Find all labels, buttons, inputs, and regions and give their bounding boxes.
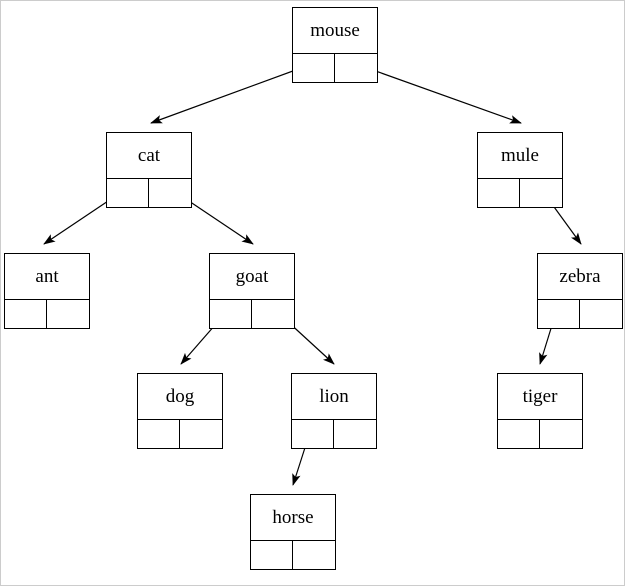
- node-pointer-cells: [478, 178, 562, 207]
- node-label: mouse: [310, 20, 360, 41]
- node-pointer-cells: [251, 540, 335, 569]
- node-pointer-cells: [5, 299, 89, 328]
- node-label: mule: [501, 145, 539, 166]
- node-pointer-cells: [138, 419, 222, 448]
- node-label: lion: [319, 386, 349, 407]
- node-label: goat: [235, 266, 269, 287]
- tree-node-cat[interactable]: cat: [106, 132, 192, 208]
- node-label: horse: [272, 507, 314, 528]
- right-pointer-cell: [334, 420, 376, 448]
- right-pointer-cell: [47, 300, 89, 328]
- left-pointer-cell: [293, 54, 335, 82]
- tree-node-goat[interactable]: goat: [209, 253, 295, 329]
- tree-node-horse[interactable]: horse: [250, 494, 336, 570]
- node-pointer-cells: [498, 419, 582, 448]
- node-label: dog: [165, 386, 195, 407]
- left-pointer-cell: [292, 420, 334, 448]
- edge-mouse-to-mule: [355, 63, 522, 124]
- tree-node-ant[interactable]: ant: [4, 253, 90, 329]
- node-label: tiger: [522, 386, 558, 407]
- right-pointer-cell: [580, 300, 622, 328]
- left-pointer-cell: [210, 300, 252, 328]
- right-pointer-cell: [149, 179, 191, 207]
- tree-node-mule[interactable]: mule: [477, 132, 563, 208]
- left-pointer-cell: [478, 179, 520, 207]
- node-label: zebra: [559, 266, 601, 287]
- tree-node-dog[interactable]: dog: [137, 373, 223, 449]
- left-pointer-cell: [498, 420, 540, 448]
- right-pointer-cell: [520, 179, 562, 207]
- left-pointer-cell: [538, 300, 580, 328]
- right-pointer-cell: [540, 420, 582, 448]
- left-pointer-cell: [251, 541, 293, 569]
- left-pointer-cell: [5, 300, 47, 328]
- left-pointer-cell: [138, 420, 180, 448]
- tree-node-tiger[interactable]: tiger: [497, 373, 583, 449]
- node-label: cat: [137, 145, 161, 166]
- node-pointer-cells: [293, 53, 377, 82]
- right-pointer-cell: [252, 300, 294, 328]
- tree-node-mouse[interactable]: mouse: [292, 7, 378, 83]
- tree-node-zebra[interactable]: zebra: [537, 253, 623, 329]
- node-pointer-cells: [107, 178, 191, 207]
- tree-node-lion[interactable]: lion: [291, 373, 377, 449]
- node-pointer-cells: [292, 419, 376, 448]
- node-pointer-cells: [538, 299, 622, 328]
- right-pointer-cell: [335, 54, 377, 82]
- edge-mouse-to-cat: [150, 63, 313, 124]
- node-label: ant: [35, 266, 59, 287]
- node-pointer-cells: [210, 299, 294, 328]
- left-pointer-cell: [107, 179, 149, 207]
- right-pointer-cell: [180, 420, 222, 448]
- right-pointer-cell: [293, 541, 335, 569]
